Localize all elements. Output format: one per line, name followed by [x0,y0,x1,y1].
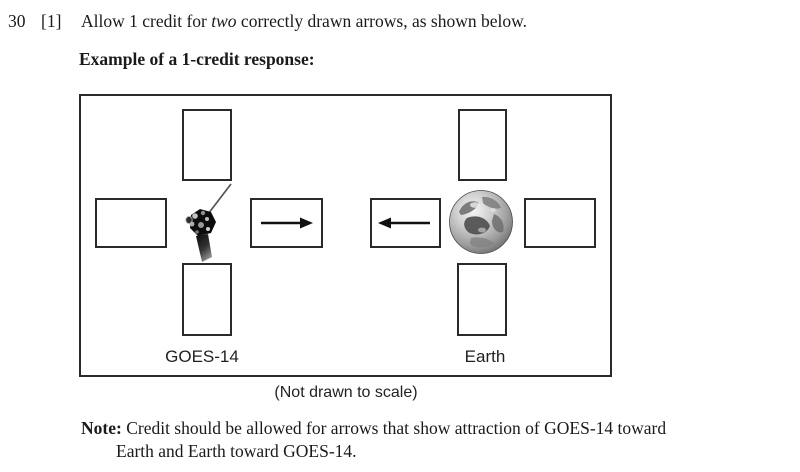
empty-box-below-earth [457,263,507,336]
note-text-line1: Credit should be allowed for arrows that… [126,418,667,438]
goes-14-satellite-icon [185,183,232,262]
note-block: Note: Credit should be allowed for arrow… [81,417,741,463]
credit-instruction-post: correctly drawn arrows, as shown below. [236,11,527,31]
credit-instruction-pre: Allow 1 credit for [81,11,212,31]
right-arrow-icon [261,217,313,229]
earth-label: Earth [464,347,506,366]
goes-14-label: GOES-14 [165,347,239,366]
credit-instruction-emphasis: two [211,11,237,31]
credit-instruction: Allow 1 credit for two correctly drawn a… [81,11,527,32]
figure-frame [79,94,612,377]
arrow-box-right-of-goes [250,198,323,248]
note-label: Note: [81,418,122,438]
left-arrow-icon [378,217,430,229]
not-to-scale-caption: (Not drawn to scale) [274,384,418,401]
empty-box-right-of-earth [524,198,596,248]
question-number: 30 [8,11,26,31]
note-text-line2: Earth and Earth toward GOES-14. [116,441,357,461]
earth-globe-icon [449,190,513,254]
empty-box-left-of-goes [95,198,167,248]
example-heading: Example of a 1-credit response: [79,49,315,69]
empty-box-above-earth [458,109,507,181]
credit-value: [1] [41,11,62,31]
arrow-box-left-of-earth [370,198,441,248]
empty-box-below-goes [182,263,232,336]
empty-box-above-goes [182,109,232,181]
